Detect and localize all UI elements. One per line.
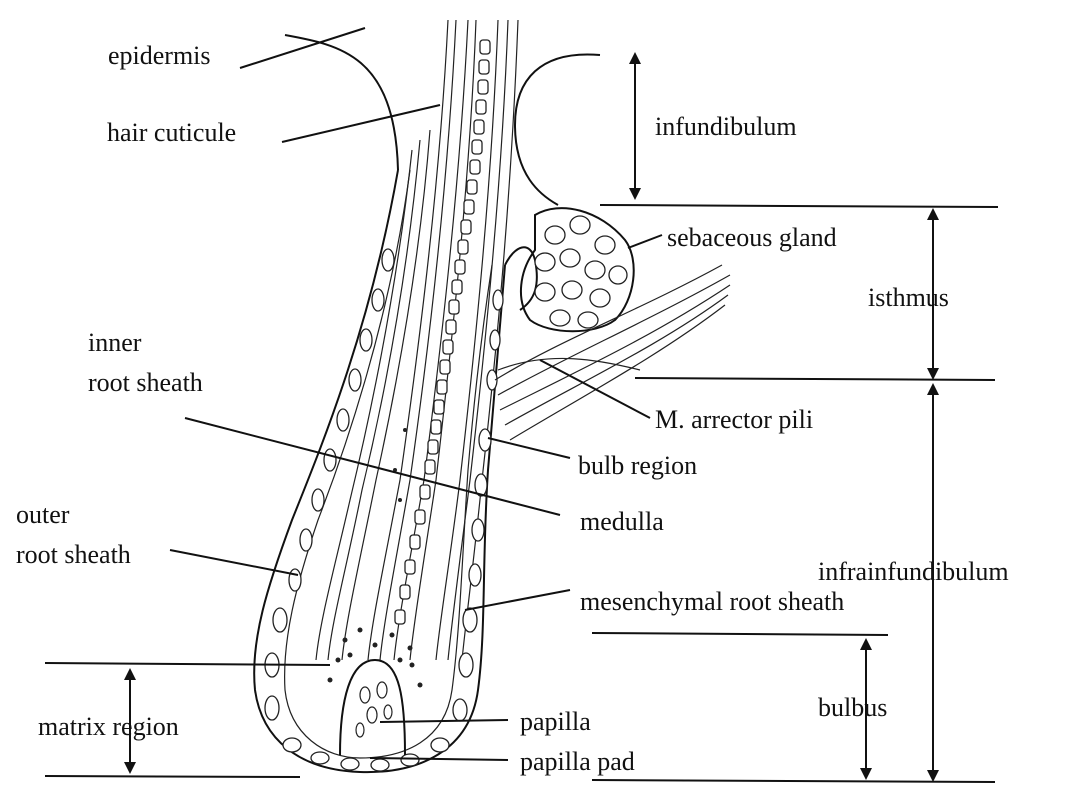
follicle-outline bbox=[254, 35, 600, 772]
label-inner-root-sheath-line2: root sheath bbox=[88, 368, 203, 397]
label-inner-root-sheath-line1: inner bbox=[88, 328, 142, 357]
hair-shaft bbox=[316, 20, 518, 660]
label-papilla-pad: papilla pad bbox=[520, 747, 635, 776]
label-epidermis: epidermis bbox=[108, 41, 211, 70]
label-bulbus: bulbus bbox=[818, 693, 887, 722]
label-bulb-region: bulb region bbox=[578, 451, 697, 480]
label-papilla: papilla bbox=[520, 707, 591, 736]
label-outer-root-sheath-line2: root sheath bbox=[16, 540, 131, 569]
label-medulla: medulla bbox=[580, 507, 664, 536]
label-infundibulum: infundibulum bbox=[655, 112, 797, 141]
label-arrector-pili: M. arrector pili bbox=[655, 405, 813, 434]
label-matrix-region: matrix region bbox=[38, 712, 179, 741]
sebaceous-gland-shape bbox=[521, 208, 634, 331]
outer-root-sheath-cells bbox=[265, 249, 394, 770]
label-infrainfundibulum: infrainfundibulum bbox=[818, 557, 1009, 586]
label-sebaceous-gland: sebaceous gland bbox=[667, 223, 837, 252]
label-hair-cuticule: hair cuticule bbox=[107, 118, 236, 147]
labels: epidermis hair cuticule infundibulum seb… bbox=[16, 41, 1009, 776]
papilla-shape bbox=[340, 660, 405, 755]
label-isthmus: isthmus bbox=[868, 283, 949, 312]
label-mesenchymal-root-sheath: mesenchymal root sheath bbox=[580, 587, 844, 616]
label-outer-root-sheath-line1: outer bbox=[16, 500, 70, 529]
